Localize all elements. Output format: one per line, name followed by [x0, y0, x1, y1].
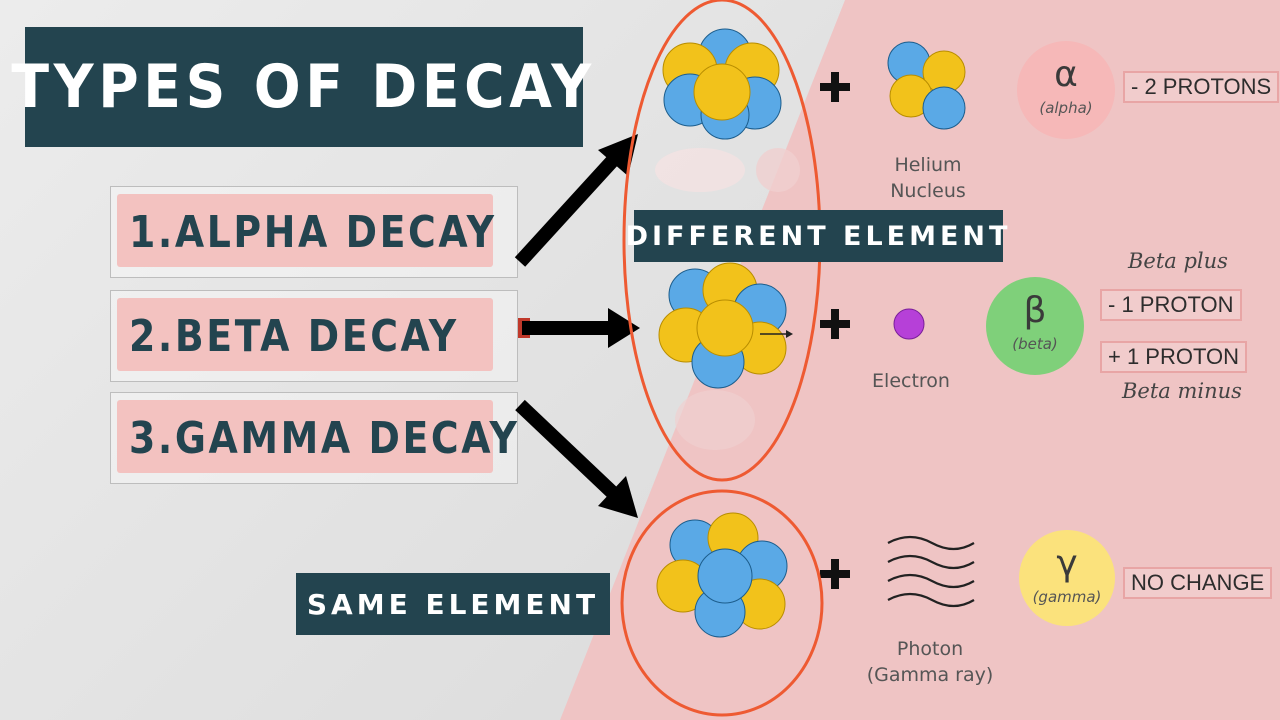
beta-plus-note: Beta plus — [1128, 249, 1228, 273]
beta-symbol: β — [1023, 290, 1047, 331]
alpha-badge: α (alpha) — [1017, 41, 1115, 139]
gamma-name: (gamma) — [1032, 588, 1102, 606]
beta-minus-change-tag: + 1 PROTON — [1100, 341, 1248, 373]
page-title: TYPES OF DECAY — [11, 52, 597, 122]
plus-icon — [820, 559, 850, 589]
decay-type-beta: 2.BETA DECAY — [110, 290, 518, 382]
electron — [893, 308, 925, 340]
plus-icon — [820, 309, 850, 339]
arrow-gamma — [515, 399, 638, 518]
beta-name: (beta) — [1012, 335, 1058, 353]
alpha-change-tag: - 2 PROTONS — [1123, 71, 1280, 103]
gamma-change-tag: NO CHANGE — [1123, 567, 1273, 599]
decay-type-alpha: 1.ALPHA DECAY — [110, 186, 518, 278]
title-banner: TYPES OF DECAY — [12, 27, 592, 147]
same-element-ring — [620, 489, 824, 717]
alpha-symbol: α — [1054, 54, 1078, 95]
gamma-badge: γ (gamma) — [1019, 530, 1115, 626]
photon-wave-icon — [887, 535, 975, 608]
gamma-nucleus — [656, 512, 788, 638]
beta-plus-change-tag: - 1 PROTON — [1100, 289, 1242, 321]
helium-caption: Helium Nucleus — [890, 154, 966, 202]
beta-badge: β (beta) — [986, 277, 1084, 375]
helium-nucleus — [887, 41, 966, 130]
alpha-parent-nucleus — [662, 28, 782, 140]
photon-caption: Photon (Gamma ray) — [866, 638, 994, 686]
beta-parent-nucleus — [658, 262, 793, 389]
electron-caption: Electron — [872, 370, 950, 392]
decay-type-label: 1.ALPHA DECAY — [129, 206, 497, 258]
decay-type-label: 3.GAMMA DECAY — [129, 412, 520, 464]
arrow-alpha — [514, 134, 638, 267]
alpha-name: (alpha) — [1039, 99, 1093, 117]
beta-minus-note: Beta minus — [1122, 379, 1242, 403]
arrow-beta — [518, 308, 640, 348]
decay-type-label: 2.BETA DECAY — [129, 310, 459, 362]
different-element-label: DIFFERENT ELEMENT — [626, 210, 1007, 262]
same-element-label: SAME ELEMENT — [296, 573, 610, 635]
decay-type-gamma: 3.GAMMA DECAY — [110, 392, 518, 484]
gamma-symbol: γ — [1056, 543, 1078, 584]
plus-icon — [820, 72, 850, 102]
